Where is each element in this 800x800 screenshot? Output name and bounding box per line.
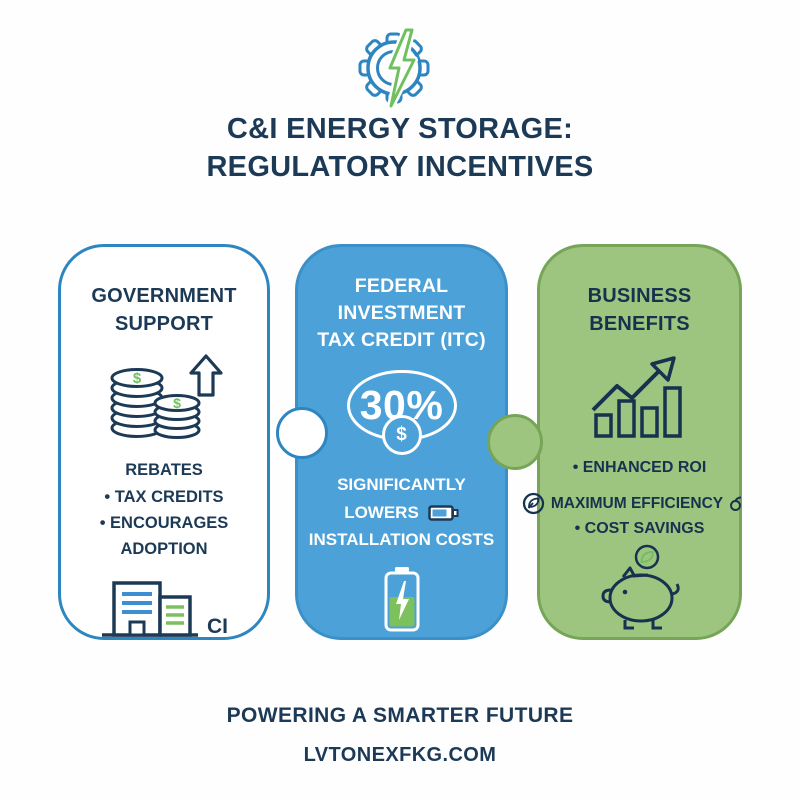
dollar-circle-icon: $: [381, 415, 422, 456]
itc-description: SIGNIFICANTLY LOWERS INSTALLATION COSTS: [309, 471, 494, 554]
up-arrow-icon: [189, 354, 223, 397]
building-row: CI: [100, 577, 228, 639]
dollar-symbol: $: [396, 424, 407, 446]
page-title-line2: REGULATORY INCENTIVES: [206, 151, 594, 184]
government-items: REBATES • TAX CREDITS • ENCOURAGES ADOPT…: [89, 457, 239, 563]
footer-website: LVTONEXFKG.COM: [303, 744, 497, 766]
business-item-enhanced-roi: • ENHANCED ROI: [572, 459, 707, 477]
government-title-line2: SUPPORT: [114, 312, 214, 335]
business-title-line2: BENEFITS: [589, 312, 690, 335]
footer-tagline: POWERING A SMARTER FUTURE: [226, 704, 574, 727]
panel-federal-itc: FEDERAL INVESTMENT TAX CREDIT (ITC) 30% …: [295, 244, 508, 640]
government-item-encourages-adoption: • ENCOURAGES ADOPTION: [99, 513, 229, 559]
coin-dollar-right: $: [173, 395, 181, 411]
itc-desc-line1: SIGNIFICANTLY: [337, 475, 466, 495]
puzzle-knob-left: [276, 407, 328, 459]
itc-desc-line2: LOWERS: [344, 502, 419, 522]
panel-government-support: GOVERNMENT SUPPORT $: [58, 244, 270, 640]
itc-desc-line3: INSTALLATION COSTS: [308, 530, 495, 550]
small-sprout-icon: [730, 496, 742, 512]
business-row-efficiency: MAXIMUM EFFICIENCY: [517, 491, 747, 516]
business-item-cost-savings: • COST SAVINGS: [574, 520, 705, 538]
itc-panel-title: FEDERAL INVESTMENT TAX CREDIT (ITC): [317, 273, 486, 354]
building-label: CI: [207, 614, 228, 638]
leaf-circle-icon: [522, 493, 545, 515]
page-title: C&I ENERGY STORAGE: REGULATORY INCENTIVE…: [0, 110, 800, 187]
building-icon: [102, 581, 198, 637]
lightning-bolt-icon: [386, 26, 418, 110]
battery-vertical-icon: [379, 566, 425, 637]
business-item-maximum-efficiency: MAXIMUM EFFICIENCY: [550, 494, 724, 512]
growth-chart-icon: [588, 348, 692, 447]
thirty-percent-badge: 30% $: [346, 369, 457, 456]
itc-title-line2: INVESTMENT: [337, 301, 466, 324]
gear-lightning-icon: [354, 26, 446, 117]
government-item-tax-credits: • TAX CREDITS: [104, 487, 224, 506]
government-panel-title: GOVERNMENT SUPPORT: [91, 283, 236, 338]
government-title-line1: GOVERNMENT: [91, 285, 237, 307]
panel-business-benefits: BUSINESS BENEFITS • ENHANCED ROI: [522, 244, 742, 640]
itc-title-line1: FEDERAL: [354, 275, 449, 297]
government-item-rebates: REBATES: [125, 461, 203, 480]
puzzle-knob-right: [487, 414, 543, 470]
itc-title-line3: TAX CREDIT (ITC): [317, 328, 486, 351]
coin-dollar-left: $: [133, 370, 142, 387]
business-title-line1: BUSINESS: [587, 285, 692, 307]
page-title-line1: C&I ENERGY STORAGE:: [226, 113, 574, 145]
business-panel-title: BUSINESS BENEFITS: [588, 283, 692, 338]
battery-horizontal-icon: [428, 504, 459, 521]
coins-stack-arrow-icon: $ $: [103, 350, 225, 447]
piggy-bank-icon: [587, 542, 693, 639]
